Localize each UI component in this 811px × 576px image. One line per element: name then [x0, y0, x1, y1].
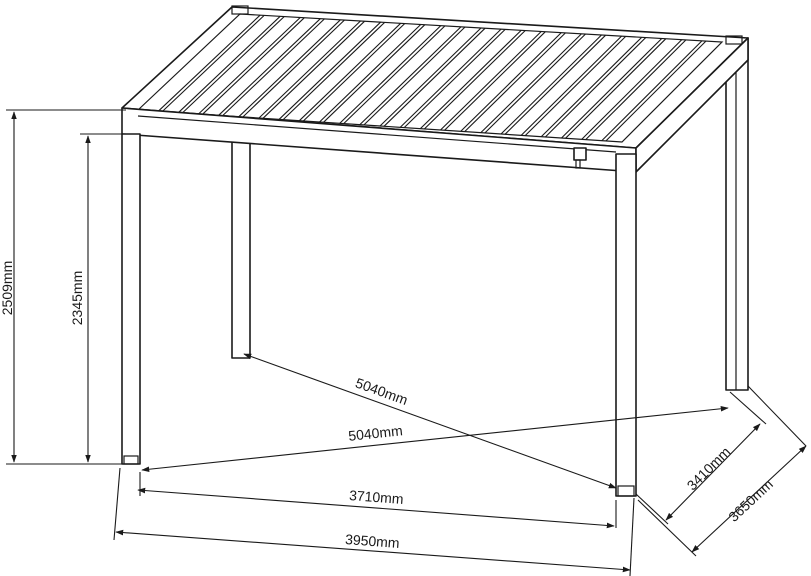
inner-depth-extension-back — [729, 391, 767, 425]
roof-slat-edge — [181, 16, 285, 114]
motor-box-icon — [573, 147, 587, 161]
roof-slat — [238, 19, 341, 118]
roof-slat-edge — [222, 18, 325, 117]
inner-width-label: 3710mm — [349, 487, 405, 507]
back-left-post — [231, 139, 251, 359]
roof-slat — [157, 14, 261, 112]
roof-corner-bracket — [231, 5, 249, 15]
outer-width-extension-right — [629, 497, 635, 576]
inner-height-label: 2345mm — [69, 271, 85, 325]
roof-corner-bracket — [725, 35, 743, 45]
back-posts — [231, 37, 749, 391]
roof-slat — [601, 40, 703, 142]
front-left-post — [121, 133, 141, 465]
roof-slat-edge — [302, 23, 406, 122]
roof-slat — [399, 28, 502, 128]
roof-slat — [359, 26, 462, 126]
roof-slat — [278, 21, 381, 120]
roof-slat — [460, 32, 562, 132]
roof-slat-edge — [383, 27, 486, 127]
diagonal-2-label: 5040mm — [348, 422, 404, 444]
roof-slat-edge — [202, 17, 305, 115]
roof-slat — [561, 38, 663, 139]
roof-slat-edge — [544, 37, 647, 138]
front-posts — [121, 133, 637, 497]
outer-depth-extension-back — [747, 385, 807, 447]
roof-slat — [520, 35, 622, 136]
front-right-post-foot — [617, 485, 635, 497]
back-right-post — [725, 37, 749, 391]
roof-slat — [198, 17, 301, 115]
roof-slat-edge — [423, 30, 526, 130]
roof-slat-edge — [565, 38, 667, 139]
front-left-post-foot — [123, 455, 139, 465]
roof-slat-edge — [464, 32, 566, 133]
front-right-post — [615, 153, 637, 497]
diagonal-1-dimension-line — [243, 353, 617, 489]
roof-slat-edge — [343, 25, 446, 125]
roof-slat — [177, 15, 281, 114]
roof-slat-edge — [282, 22, 385, 121]
roof-slat-edge — [161, 15, 265, 113]
roof-slat-edge — [524, 36, 626, 137]
motor-box-cable — [575, 159, 581, 169]
outer-depth-label: 3650mm — [725, 476, 776, 525]
roof-slat-edge — [403, 29, 506, 129]
inner-width-dimension-line — [137, 487, 615, 529]
roof-slat-edge — [605, 40, 707, 142]
roof-slat — [319, 24, 422, 123]
roof-slat — [379, 27, 482, 127]
roof-slat — [218, 18, 321, 116]
outer-width-extension-left — [113, 467, 121, 541]
roof-slat-edge — [262, 20, 365, 119]
roof-slat — [500, 34, 602, 135]
outer-width-label: 3950mm — [345, 531, 400, 551]
roof-slats — [157, 14, 707, 142]
roof-slat-edge — [444, 31, 546, 131]
roof-slat — [298, 22, 402, 122]
inner-depth-extension-front — [635, 493, 669, 525]
diagonal-2-dimension-line — [141, 405, 729, 473]
roof-slat-edge — [504, 34, 606, 135]
roof-slat-edge — [323, 24, 426, 123]
front-beam-edge — [137, 115, 617, 153]
roof-slat — [419, 29, 522, 130]
dimensions: 2509mm 2345mm 5040mm 5040mm 3710mm 3950m… — [0, 109, 807, 576]
roof-slat — [480, 33, 582, 134]
roof-slat — [540, 36, 643, 138]
roof-slat-edge — [585, 39, 687, 141]
outer-height-label: 2509mm — [0, 261, 15, 315]
roof-slat — [339, 25, 442, 124]
outer-depth-dimension-line — [691, 445, 807, 553]
roof-slat-edge — [242, 19, 345, 118]
roof-slat — [258, 20, 361, 119]
roof-slat-edge — [363, 26, 466, 126]
inner-depth-label: 3410mm — [684, 444, 734, 494]
outer-width-dimension-line — [115, 529, 631, 573]
roof — [121, 5, 749, 149]
outer-depth-extension-front — [637, 499, 697, 557]
roof-slat-edge — [484, 33, 586, 134]
roof-slat — [440, 31, 542, 131]
roof-slat — [581, 39, 683, 140]
